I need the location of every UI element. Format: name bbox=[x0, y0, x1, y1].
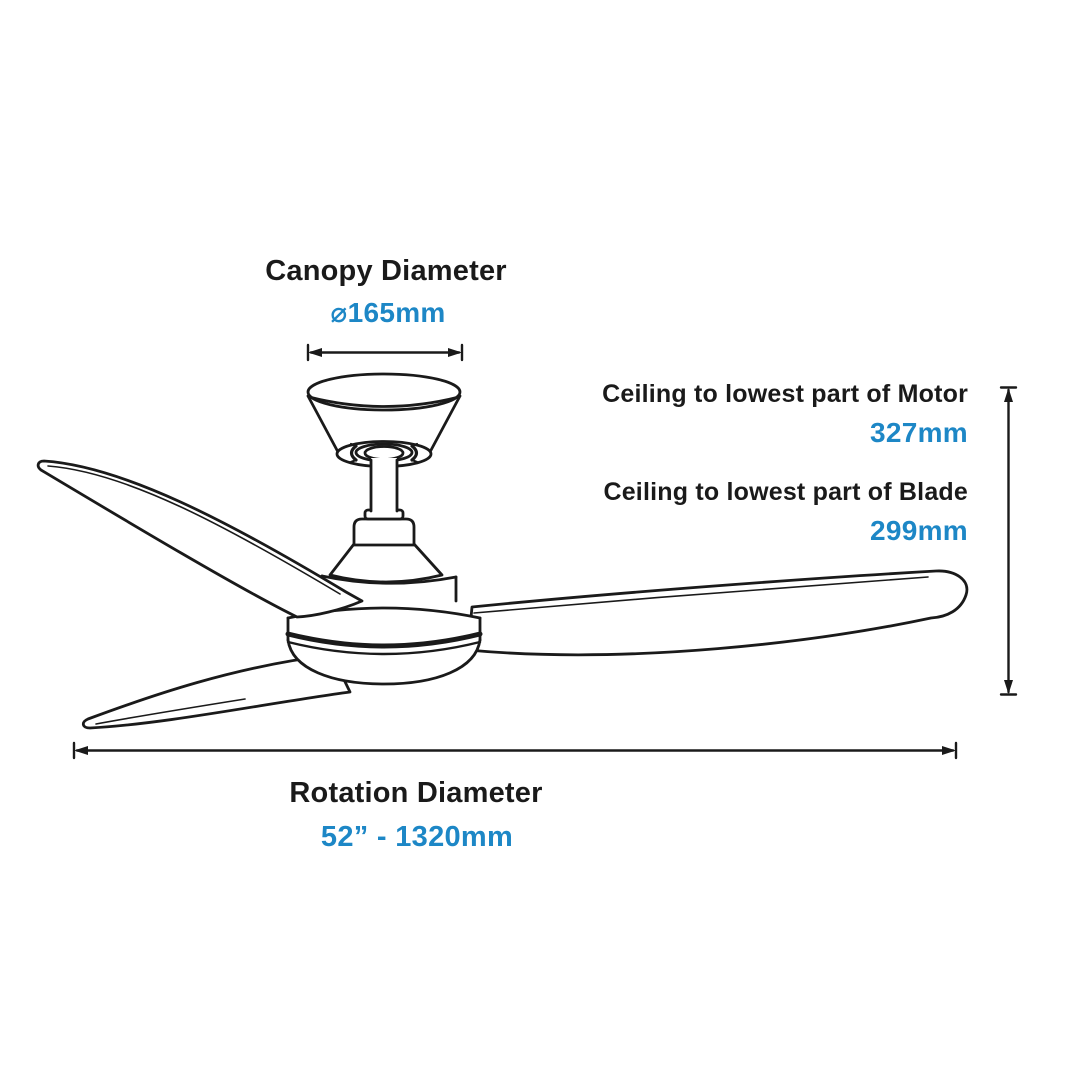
fan-blade-right bbox=[466, 569, 969, 657]
ceiling-to-motor-label: Ceiling to lowest part of Motor bbox=[602, 380, 968, 408]
rotation-diameter-value: 52” - 1320mm bbox=[320, 821, 514, 853]
fan-downrod-collar bbox=[352, 508, 416, 547]
swivel-arrows-icon bbox=[349, 442, 419, 464]
canopy-diameter-label: Canopy Diameter bbox=[265, 255, 507, 287]
ceiling-to-motor-value: 327mm bbox=[869, 417, 968, 448]
ceiling-drop-dimension-arrow bbox=[999, 386, 1018, 696]
rotation-diameter-label: Rotation Diameter bbox=[289, 777, 543, 809]
canopy-dimension-arrow bbox=[306, 343, 464, 362]
fan-canopy bbox=[306, 372, 462, 468]
fan-blade-upper-left bbox=[36, 459, 364, 619]
ceiling-to-blade-value: 299mm bbox=[869, 515, 968, 546]
rotation-dimension-arrow bbox=[72, 741, 958, 760]
fan-blade-lower-left bbox=[81, 653, 352, 730]
fan-motor-cone bbox=[328, 542, 444, 584]
fan-downrod bbox=[369, 458, 399, 513]
canopy-diameter-value: ⌀165mm bbox=[330, 297, 446, 328]
ceiling-to-blade-label: Ceiling to lowest part of Blade bbox=[603, 478, 968, 506]
